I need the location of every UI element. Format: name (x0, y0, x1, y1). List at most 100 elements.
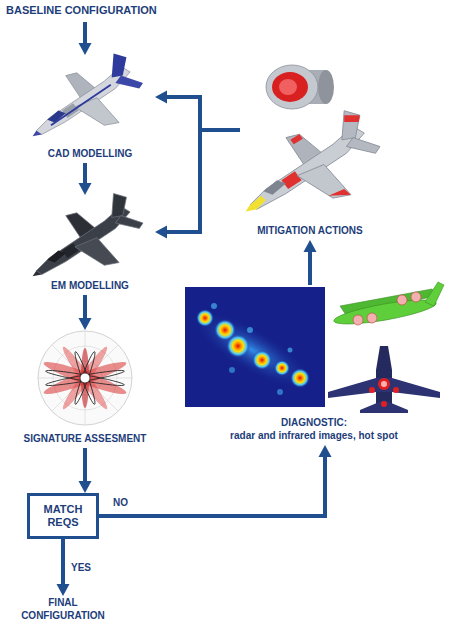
node-label: DIAGNOSTIC: (281, 416, 347, 429)
flow-arrow (304, 240, 317, 285)
node-label: MATCH REQS (36, 503, 90, 529)
signature-polar-plot-part (45, 368, 125, 388)
cad-aircraft-part (112, 54, 127, 78)
mitigation-aircraft-part (279, 79, 297, 95)
connector-line (83, 295, 87, 320)
process-step: CAD MODELLING (25, 55, 155, 163)
infrared-transport-part (411, 292, 421, 302)
connector-line (83, 448, 87, 483)
node-label: EM MODELLING (51, 279, 129, 292)
process-step: EM MODELLING (25, 195, 155, 295)
node-label: BASELINE CONFIGURATION (6, 4, 157, 17)
flow-arrow (155, 130, 240, 239)
infrared-transport-part (367, 313, 377, 323)
end-label: FINAL CONFIGURATION (8, 596, 118, 626)
connector-line (308, 250, 312, 285)
diagnostic-step: DIAGNOSTIC:radar and infrared images, ho… (183, 285, 445, 445)
signature-polar-plot-part (73, 351, 98, 406)
infrared-fighter-part (393, 387, 399, 393)
em-aircraft-part (112, 194, 127, 218)
radar-image-part (196, 309, 214, 327)
signature-polar-plot-part (38, 331, 132, 425)
edge-label: YES (69, 562, 93, 574)
mitigation-aircraft-part-part (246, 196, 266, 212)
flow-arrow (79, 295, 92, 330)
em-aircraft-part (62, 243, 79, 258)
mitigation-aircraft-part-part (297, 164, 351, 198)
cad-aircraft-part (51, 85, 111, 125)
node-label: SIGNATURE ASSESMENT (24, 432, 147, 445)
em-aircraft (33, 194, 143, 277)
arrow-head (79, 481, 92, 493)
signature-polar-plot (38, 331, 132, 425)
radar-image-part (274, 360, 290, 376)
arrow-head (304, 240, 317, 252)
node-label: radar and infrared images, hot spot (230, 429, 398, 442)
em-aircraft-part (47, 251, 65, 263)
mitigation-aircraft-part-part (328, 189, 350, 196)
em-aircraft-part (115, 216, 143, 229)
radar-image-part (247, 327, 253, 333)
mitigation-aircraft-part (272, 72, 308, 102)
connector-line (83, 22, 87, 45)
signature-polar-plot-part (73, 351, 98, 406)
mitigation-aircraft-part-part (344, 115, 360, 122)
radar-image-part (211, 303, 217, 309)
flow-arrow (57, 539, 70, 596)
infrared-fighter (328, 346, 440, 413)
infrared-fighter-part (378, 378, 390, 390)
mitigation-aircraft-part (246, 111, 380, 212)
signature-polar-plot-part (52, 345, 118, 411)
em-aircraft-part (33, 271, 42, 277)
radar-image-part (179, 295, 326, 405)
mitigation-aircraft-part-part (281, 171, 301, 189)
connector-line (165, 130, 240, 232)
signature-polar-plot-part (45, 368, 125, 388)
arrow-head (319, 445, 332, 457)
mitigation-aircraft-part-part (346, 138, 380, 154)
radar-image (179, 287, 326, 407)
mitigation-aircraft-part-part (342, 111, 360, 140)
connector-line (83, 163, 87, 185)
infrared-transport-part (332, 295, 437, 329)
radar-image-part (277, 389, 283, 395)
mitigation-step: MITIGATION ACTIONS (240, 58, 380, 240)
arrow-head (79, 318, 92, 330)
radar-image-part (290, 368, 310, 388)
cad-aircraft-part (75, 98, 119, 126)
infrared-fighter-part (360, 400, 408, 413)
arrow-head (79, 183, 92, 195)
cad-aircraft-part (33, 131, 42, 137)
radar-image-part (226, 334, 250, 358)
arrow-head (155, 91, 167, 104)
mitigation-aircraft-part-part (264, 180, 286, 195)
radar-image-part (288, 348, 293, 353)
flow-arrow (99, 445, 332, 516)
infrared-fighter-part (381, 401, 387, 407)
connector-line (99, 455, 325, 516)
infrared-transport-part (397, 295, 407, 305)
signature-polar-plot-part (52, 345, 118, 411)
cad-aircraft-part (115, 76, 143, 89)
radar-image-part (252, 350, 272, 370)
flow-arrow (155, 91, 240, 131)
signature-polar-plot-part (81, 348, 89, 408)
node-label: FINAL CONFIGURATION (8, 596, 118, 622)
radar-image-part (229, 367, 235, 373)
infrared-fighter-part (369, 387, 375, 393)
em-aircraft-part (75, 238, 119, 266)
infrared-fighter-part (381, 381, 387, 387)
infrared-fighter-part (328, 378, 440, 398)
arrow-head (155, 226, 167, 239)
node-label: CAD MODELLING (48, 147, 132, 160)
flow-arrow (79, 22, 92, 55)
arrow-head (57, 584, 70, 596)
mitigation-aircraft (246, 65, 380, 212)
start-label: BASELINE CONFIGURATION (6, 4, 181, 22)
connector-line (61, 539, 65, 586)
infrared-transport (332, 282, 444, 329)
arrow-head (79, 43, 92, 55)
edge-label: NO (111, 497, 130, 509)
connector-line (165, 97, 240, 130)
signature-polar-plot-part (80, 373, 90, 383)
